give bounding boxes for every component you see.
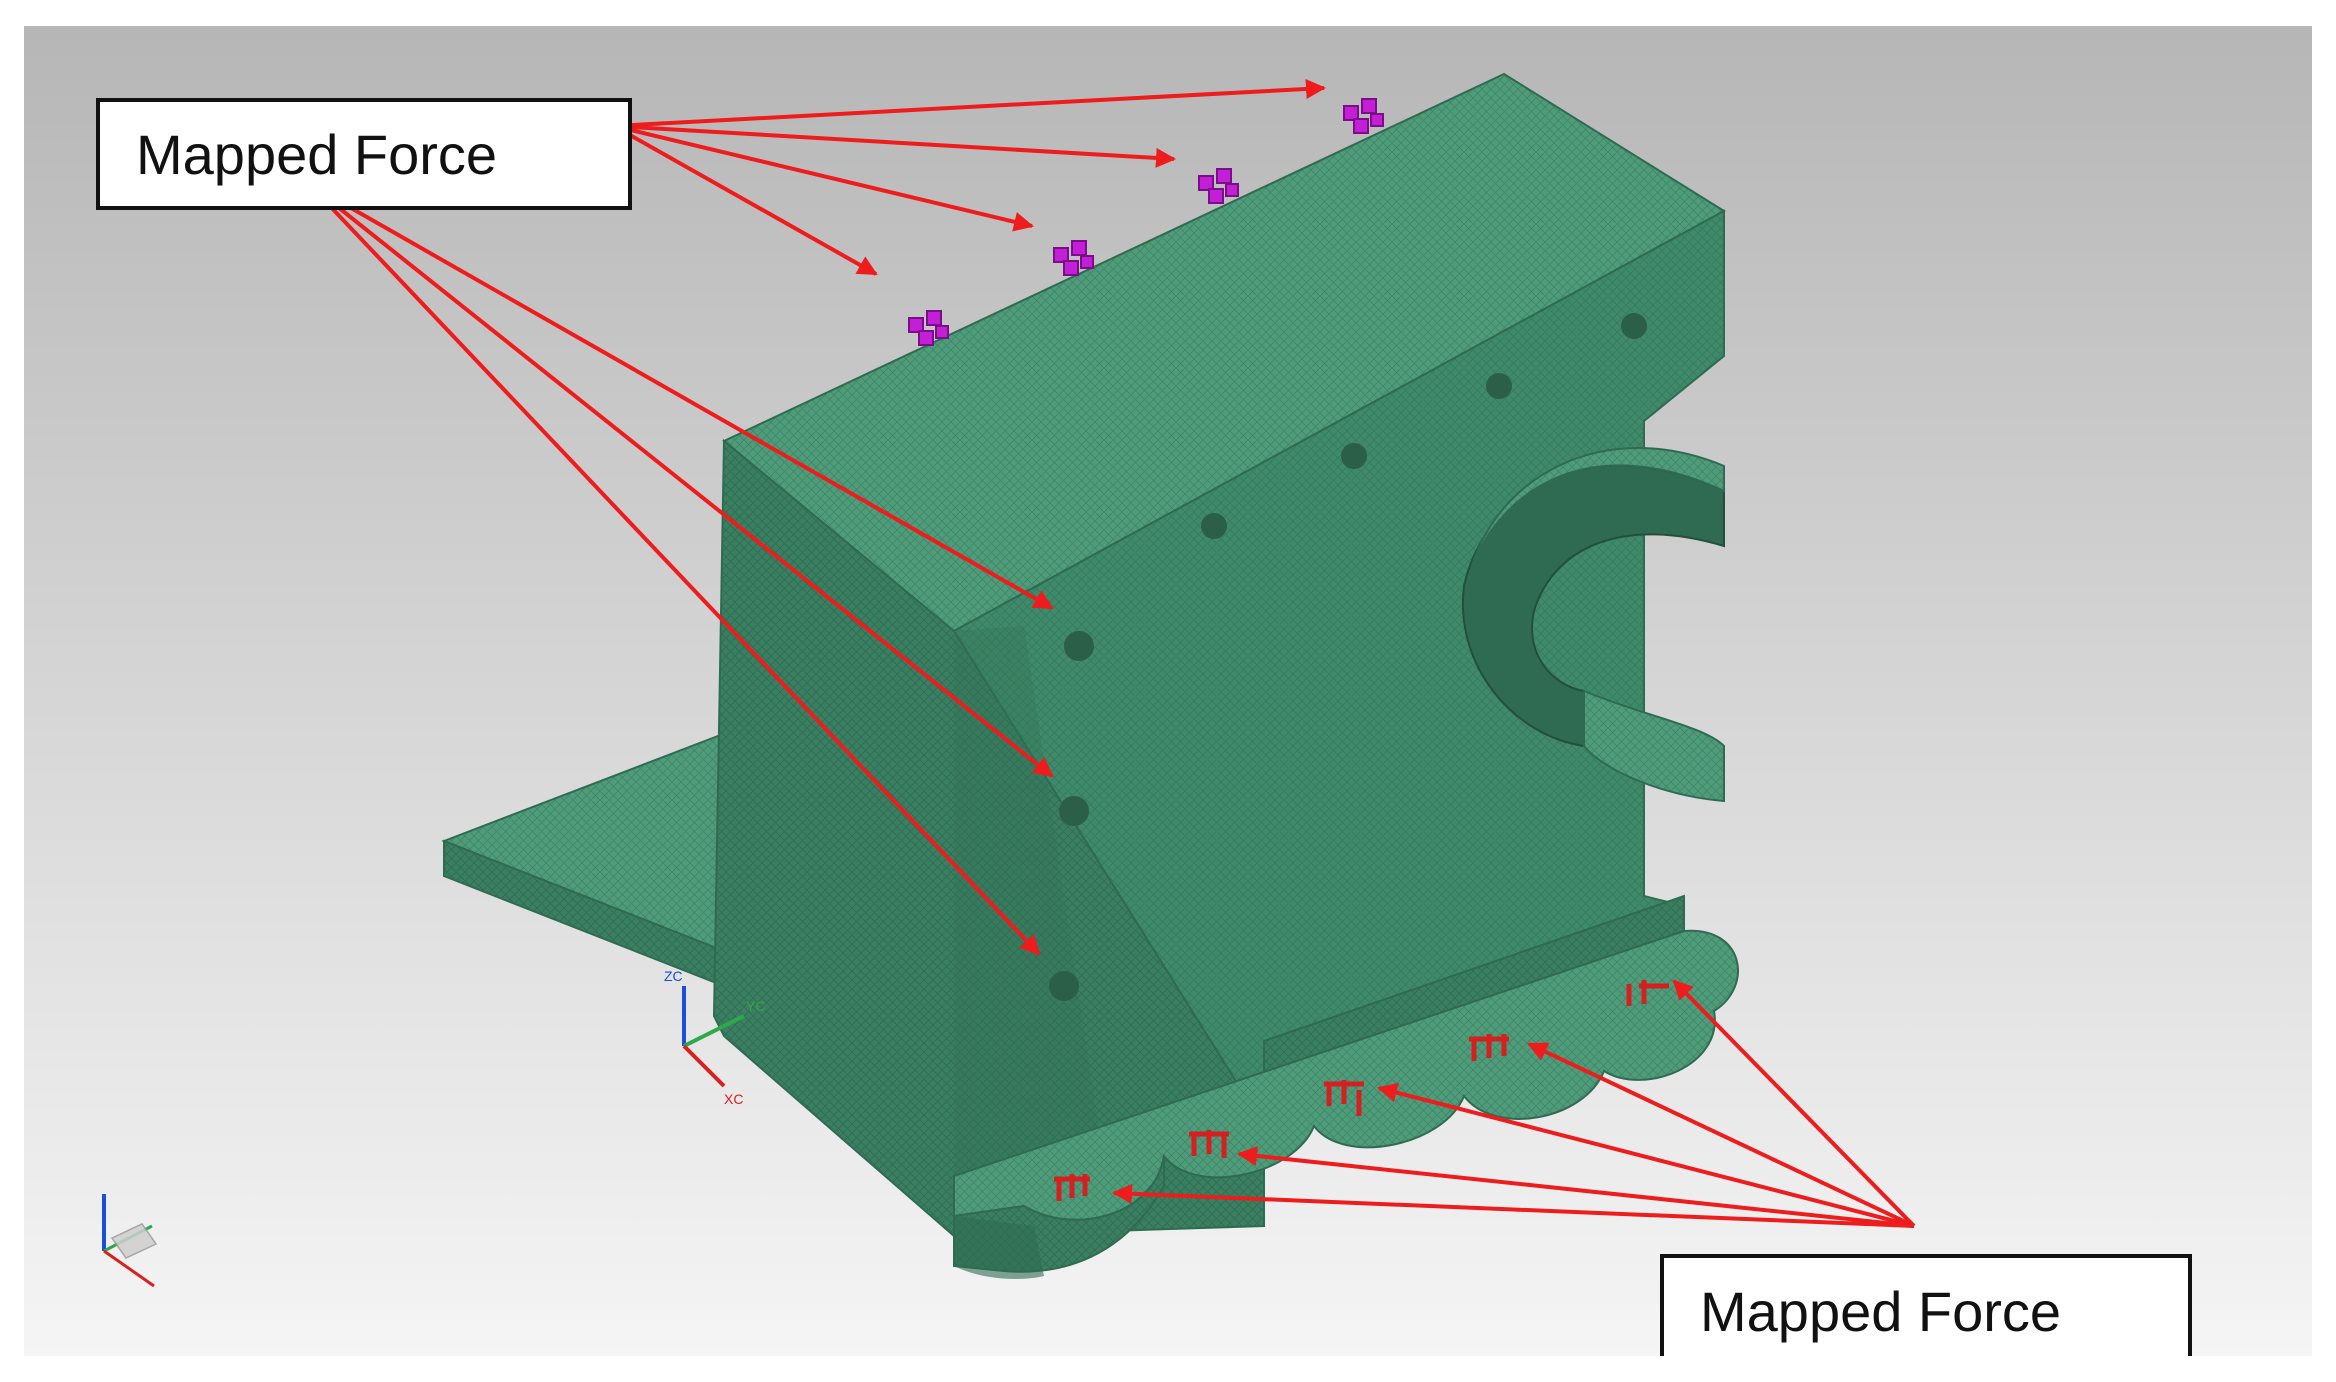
bracket-body xyxy=(712,72,1726,1238)
force-marker-top-3 xyxy=(1198,168,1239,204)
force-marker-bottom-2 xyxy=(1189,1130,1229,1158)
bottom-flange xyxy=(953,894,1739,1279)
triad-z-label: ZC xyxy=(664,968,683,984)
graphics-viewport[interactable]: ZC YC XC Mapped Force Mapped Force xyxy=(24,26,2312,1356)
force-marker-bottom-5 xyxy=(1626,980,1669,1006)
force-marker-bottom-4 xyxy=(1469,1034,1509,1061)
mapped-force-label-bottom: Mapped Force xyxy=(1660,1254,2192,1356)
view-triad[interactable] xyxy=(102,1194,158,1288)
force-marker-bottom-1 xyxy=(1054,1174,1090,1201)
force-marker-top-1 xyxy=(908,310,949,346)
bottom-force-markers xyxy=(1054,980,1669,1201)
force-marker-top-2 xyxy=(1053,240,1094,276)
model-csys-triad: ZC YC XC xyxy=(664,968,765,1107)
force-marker-bottom-3 xyxy=(1324,1080,1364,1116)
triad-x-label: XC xyxy=(724,1091,743,1107)
callout-arrows-bottom xyxy=(1112,979,1916,1228)
fem-model-scene: ZC YC XC xyxy=(24,26,2312,1356)
top-force-markers xyxy=(908,98,1384,346)
triad-y-label: YC xyxy=(746,998,765,1014)
mapped-force-label-top: Mapped Force xyxy=(96,98,632,210)
force-marker-top-4 xyxy=(1343,98,1384,134)
callout-arrows-top xyxy=(307,78,1326,956)
